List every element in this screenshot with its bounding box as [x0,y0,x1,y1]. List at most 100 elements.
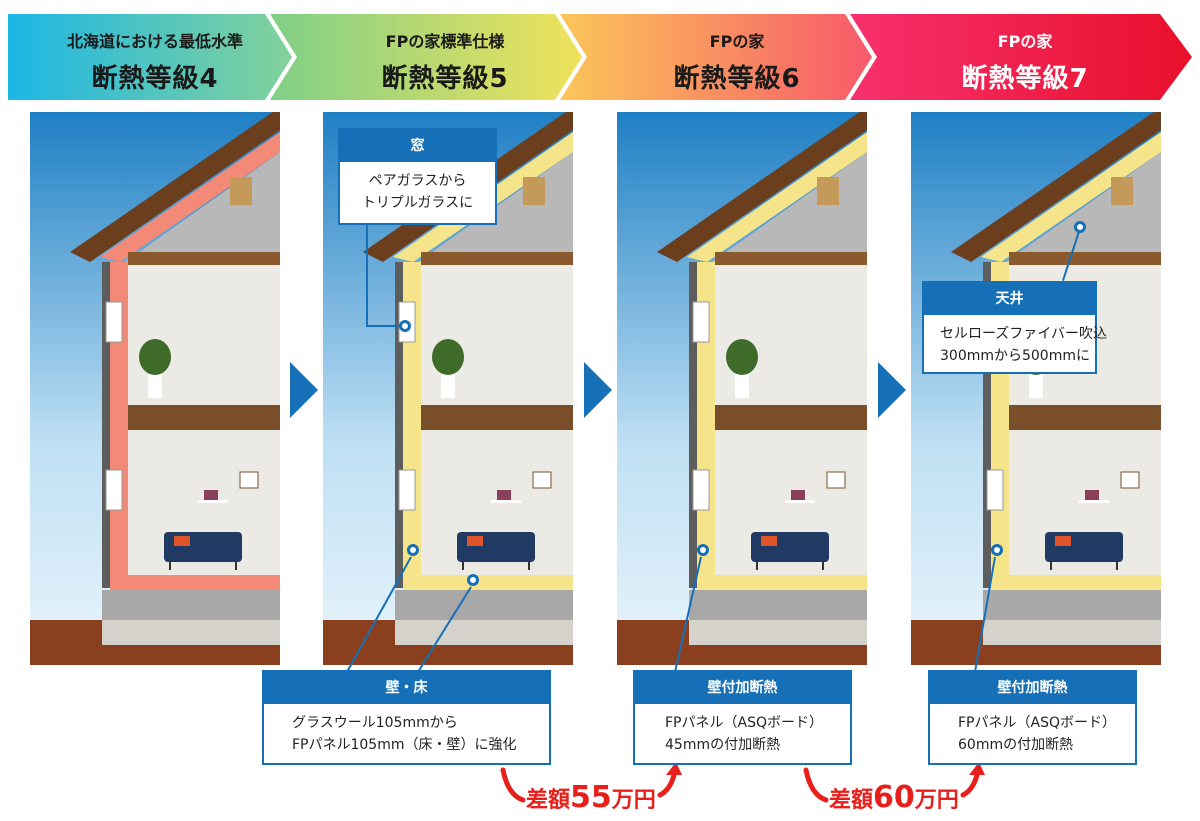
outer-wall [102,262,110,588]
diff-amount: 55 [570,780,612,815]
foundation [983,590,1161,620]
gable-vent [817,177,839,205]
outer-wall [983,262,991,588]
marker-wall-add7 [991,544,1003,556]
callout-wall-add-6: 壁付加断熱 FPパネル（ASQボード） 45mmの付加断熱 [633,670,852,765]
callout-title: 壁・床 [264,672,549,704]
ceiling-beam [715,252,867,265]
sofa-icon [751,532,829,570]
plant-icon [726,339,758,398]
gable-vent [230,177,252,205]
callout-line: ペアガラスから [368,173,467,189]
outer-wall [689,262,697,588]
window-lower [398,469,416,511]
floor-insulation [403,575,573,590]
step-arrow-icon [290,362,318,418]
cost-difference-5-to-6: 差額55万円 [526,780,656,815]
level-arrow-4 [8,14,292,100]
callout-line: FPパネル（ASQボード） [958,715,1116,731]
callout-title: 壁付加断熱 [930,672,1135,704]
callout-line: セルローズファイバー吹込 [940,326,1108,342]
level-subtitle: FPの家 [997,32,1053,51]
shelf-icon [198,471,259,503]
diff-unit: 万円 [914,788,959,813]
gravel [983,620,1161,645]
callout-line: 60mmの付加断熱 [958,737,1074,753]
sofa-icon [164,532,242,570]
floor-beam [128,405,280,430]
step-arrow-icon [584,362,612,418]
diff-label: 差額 [526,788,571,813]
level-subtitle: 北海道における最低水準 [66,32,243,51]
callout-line: 45mmの付加断熱 [665,737,781,753]
level-title: 断熱等級4 [91,64,219,94]
gravel [395,620,573,645]
level-header-4: 北海道における最低水準断熱等級4 [30,14,280,100]
callout-title: 窓 [340,130,495,162]
level-arrow-5 [270,14,582,100]
window-lower [986,469,1004,511]
callout-title: 天井 [924,283,1095,315]
callout-line: トリプルガラスに [361,195,474,211]
marker-wall-add6 [697,544,709,556]
gable-vent [523,177,545,205]
level-header-5: FPの家標準仕様断熱等級5 [320,14,570,100]
level-title: 断熱等級6 [673,64,801,94]
level-header-6: FPの家断熱等級6 [612,14,862,100]
floor-beam [715,405,867,430]
diff-amount: 60 [873,780,915,815]
marker-floor [467,574,479,586]
sofa-icon [1045,532,1123,570]
ceiling-beam [128,252,280,265]
roof [657,112,867,262]
leader-line [366,325,402,327]
callout-line: グラスウール105mmから [292,715,458,731]
level-arrow-6 [560,14,872,100]
floor-insulation [991,575,1161,590]
callout-wall-add-7: 壁付加断熱 FPパネル（ASQボード） 60mmの付加断熱 [928,670,1137,765]
level-arrow-7 [850,14,1192,100]
gravel [102,620,280,645]
ceiling-beam [421,252,573,265]
outer-wall [395,262,403,588]
callout-line: 300mmから500mmに [940,348,1090,364]
ceiling-beam [1009,252,1161,265]
window-upper [692,301,710,343]
shelf-icon [1079,471,1140,503]
window-lower [105,469,123,511]
roof-insulation [981,132,1161,262]
step-arrow-icon [878,362,906,418]
foundation [689,590,867,620]
foundation [395,590,573,620]
marker-wall [407,544,419,556]
diff-label: 差額 [829,788,874,813]
house-section-grade6 [617,112,867,665]
floor-insulation [110,575,280,590]
callout-ceiling: 天井 セルローズファイバー吹込 300mmから500mmに [922,281,1108,374]
level-title: 断熱等級5 [381,64,509,94]
window-upper [105,301,123,343]
roof-insulation [100,132,280,262]
floor-beam [1009,405,1161,430]
callout-line: FPパネル（ASQボード） [665,715,823,731]
roof-insulation [687,132,867,262]
window-lower [692,469,710,511]
roof [70,112,280,262]
plant-icon [139,339,171,398]
level-subtitle: FPの家標準仕様 [385,32,505,51]
callout-title: 壁付加断熱 [635,672,850,704]
cost-difference-6-to-7: 差額60万円 [829,780,959,815]
plant-icon [432,339,464,398]
roof [951,112,1161,262]
gable-vent [1111,177,1133,205]
marker-window [399,320,411,332]
shelf-icon [785,471,846,503]
leader-line [366,225,368,327]
callout-window: 窓 ペアガラスからトリプルガラスに [338,128,497,225]
level-subtitle: FPの家 [709,32,765,51]
shelf-icon [491,471,552,503]
floor-insulation [697,575,867,590]
gravel [689,620,867,645]
house-section-grade4 [30,112,280,665]
